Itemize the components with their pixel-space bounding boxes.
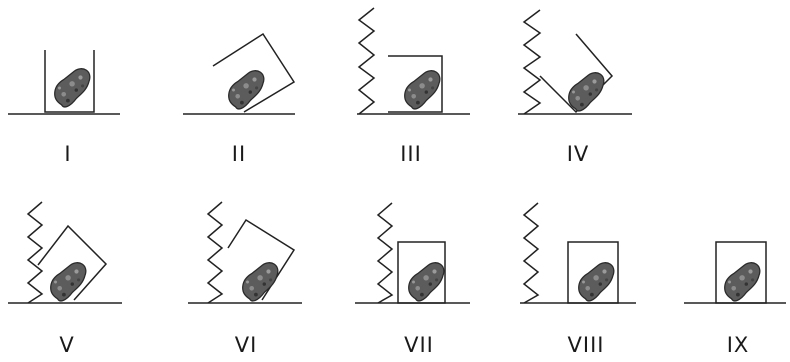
spring	[376, 202, 394, 304]
object-blob	[724, 262, 761, 302]
panel-8	[520, 202, 636, 304]
panel-5	[8, 201, 122, 304]
panel-label-7: VII	[404, 333, 434, 357]
container	[567, 241, 619, 304]
panel-2	[183, 32, 296, 115]
spring	[26, 201, 44, 304]
panel-4	[518, 9, 632, 115]
container	[227, 218, 296, 301]
object-blob	[578, 262, 615, 302]
panel-label-3: III	[400, 142, 422, 166]
object-blob	[408, 262, 445, 302]
panel-label-9: IX	[726, 333, 750, 357]
object-blob	[50, 262, 87, 302]
panel-3	[357, 7, 470, 115]
panel-6	[188, 201, 302, 304]
spring	[357, 7, 376, 115]
container	[388, 55, 443, 113]
spring	[522, 9, 542, 115]
panel-9	[684, 241, 786, 304]
panel-label-6: VI	[234, 333, 258, 357]
object-blob	[568, 72, 605, 112]
spring	[206, 201, 224, 304]
container	[715, 241, 767, 304]
container	[397, 241, 446, 304]
panel-label-8: VIII	[567, 333, 605, 357]
object-blob	[404, 70, 441, 110]
object-blob	[54, 68, 91, 108]
container	[44, 50, 95, 113]
container	[37, 224, 108, 301]
panel-label-4: IV	[566, 142, 590, 166]
panel-1	[8, 50, 120, 115]
panel-label-2: II	[231, 142, 247, 166]
object-blob	[242, 262, 279, 302]
panel-label-5: V	[59, 333, 75, 357]
spring	[522, 202, 540, 304]
panel-7	[355, 202, 470, 304]
panel-label-1: I	[64, 142, 72, 166]
container	[212, 32, 296, 113]
